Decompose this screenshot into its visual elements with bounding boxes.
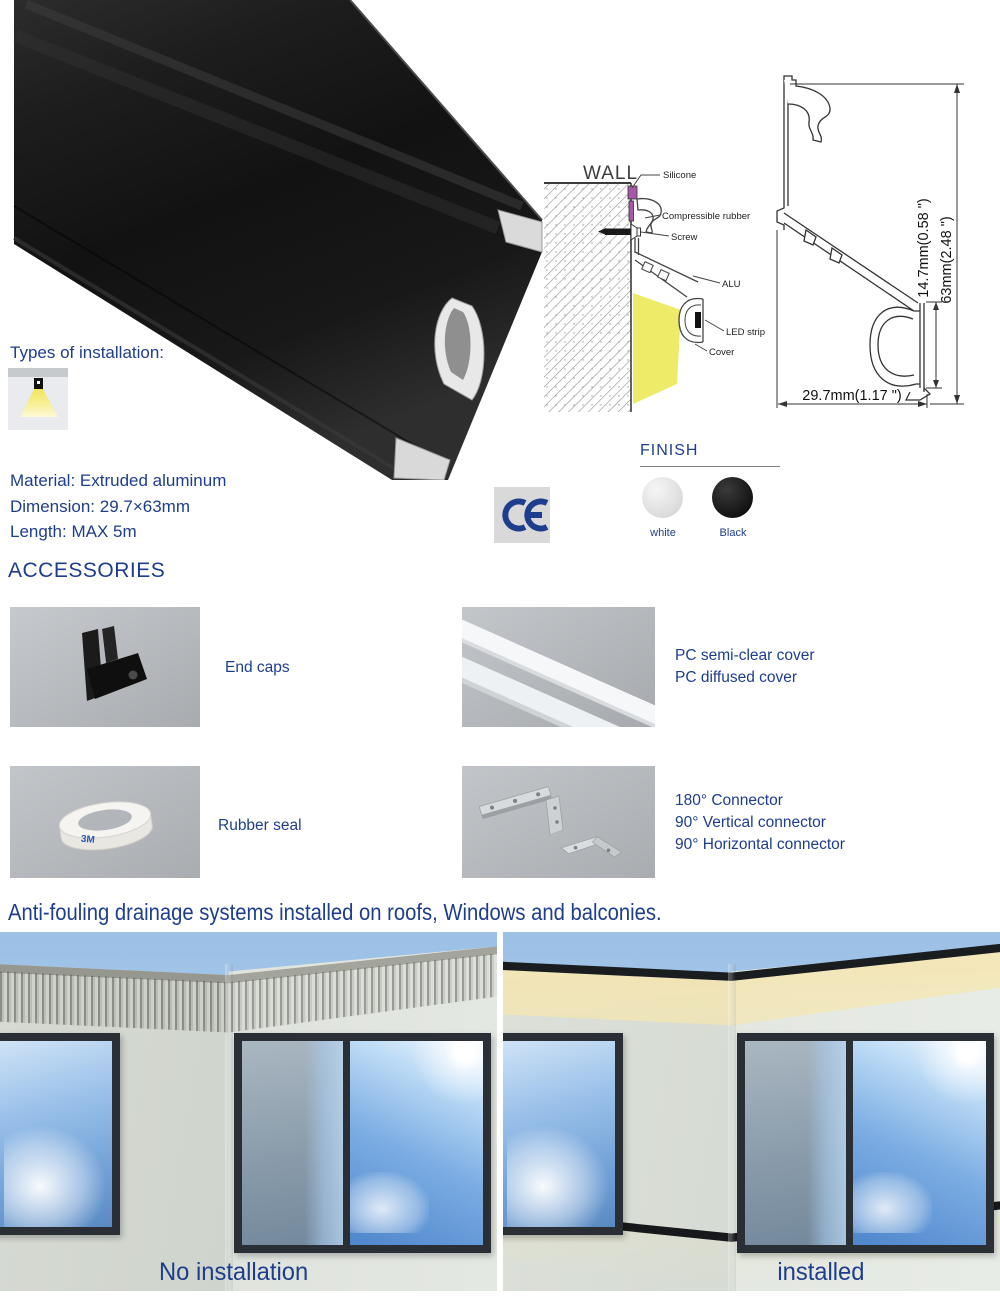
screw-label: Screw: [671, 232, 698, 243]
photo-installed: installed: [503, 932, 1000, 1291]
connectors-image: [462, 766, 655, 878]
end-caps-image: [10, 607, 200, 727]
wall-installation-diagram: WALL Silicone Compressible rubber Screw: [544, 163, 765, 412]
product-render-image: [12, 0, 543, 480]
alu-label: ALU: [722, 279, 741, 290]
spec-length: Length: MAX 5m: [10, 522, 137, 541]
white-swatch: [642, 477, 683, 518]
white-swatch-label: white: [650, 527, 676, 539]
types-of-installation-label: Types of installation:: [10, 343, 165, 362]
window: [736, 1032, 994, 1254]
photo-no-installation: No installation: [0, 932, 497, 1291]
accessories-title: ACCESSORIES: [8, 559, 166, 582]
finish-option-black: Black: [712, 477, 754, 539]
led-glow: [503, 970, 732, 1026]
led-strip-label: LED strip: [726, 327, 765, 338]
dim-width-label: 29.7mm(1.17 "): [802, 388, 901, 404]
spec-list: Material: Extruded aluminum Dimension: 2…: [10, 468, 226, 545]
spec-dimension: Dimension: 29.7×63mm: [10, 496, 191, 516]
screw-shape: [598, 228, 606, 235]
window: [233, 1032, 491, 1254]
building-corner: [728, 964, 736, 1291]
finish-section: FINISH white Black: [640, 442, 790, 539]
pc-covers-image: [462, 607, 655, 727]
window: [0, 1032, 121, 1236]
dim-height-label: 63mm(2.48 "): [939, 216, 955, 303]
silicone-shape: [627, 185, 638, 200]
finish-title: FINISH: [640, 442, 699, 459]
finish-divider: [640, 466, 780, 467]
pc-covers-label: PC semi-clear cover PC diffused cover: [675, 647, 815, 686]
finish-option-white: white: [642, 477, 684, 539]
dimension-drawing: 63mm(2.48 ") 14.7mm(0.58 ") 29.7mm(1.17 …: [776, 75, 964, 408]
silicone-label: Silicone: [663, 170, 696, 181]
photo-caption-no-installation: No installation: [159, 1258, 309, 1286]
applications-heading: Anti-fouling drainage systems installed …: [8, 899, 662, 925]
building-corner: [225, 964, 233, 1291]
connectors-label: 180° Connector 90° Vertical connector 90…: [675, 792, 845, 853]
light-beam: [633, 293, 681, 404]
end-caps-label: End caps: [225, 659, 290, 676]
window: [503, 1032, 624, 1236]
led-strip-shape: [695, 312, 701, 328]
wall-label: WALL: [583, 163, 638, 184]
seal-brand-label: 3M: [80, 834, 95, 846]
black-swatch: [712, 477, 753, 518]
cover-label: Cover: [709, 347, 734, 358]
rubber-label: Compressible rubber: [662, 211, 750, 222]
rubber-seal-label: Rubber seal: [218, 817, 302, 834]
black-swatch-label: Black: [719, 527, 747, 539]
spec-material: Material: Extruded aluminum: [10, 471, 227, 490]
photo-caption-installed: installed: [777, 1258, 865, 1286]
dirt-streaks: [0, 971, 229, 1033]
recessed-light-installation-icon: [8, 368, 68, 430]
rubber-seal-image: 3M: [10, 766, 200, 878]
dim-inner-height-label: 14.7mm(0.58 "): [916, 198, 932, 297]
ce-mark-icon: [494, 487, 550, 543]
